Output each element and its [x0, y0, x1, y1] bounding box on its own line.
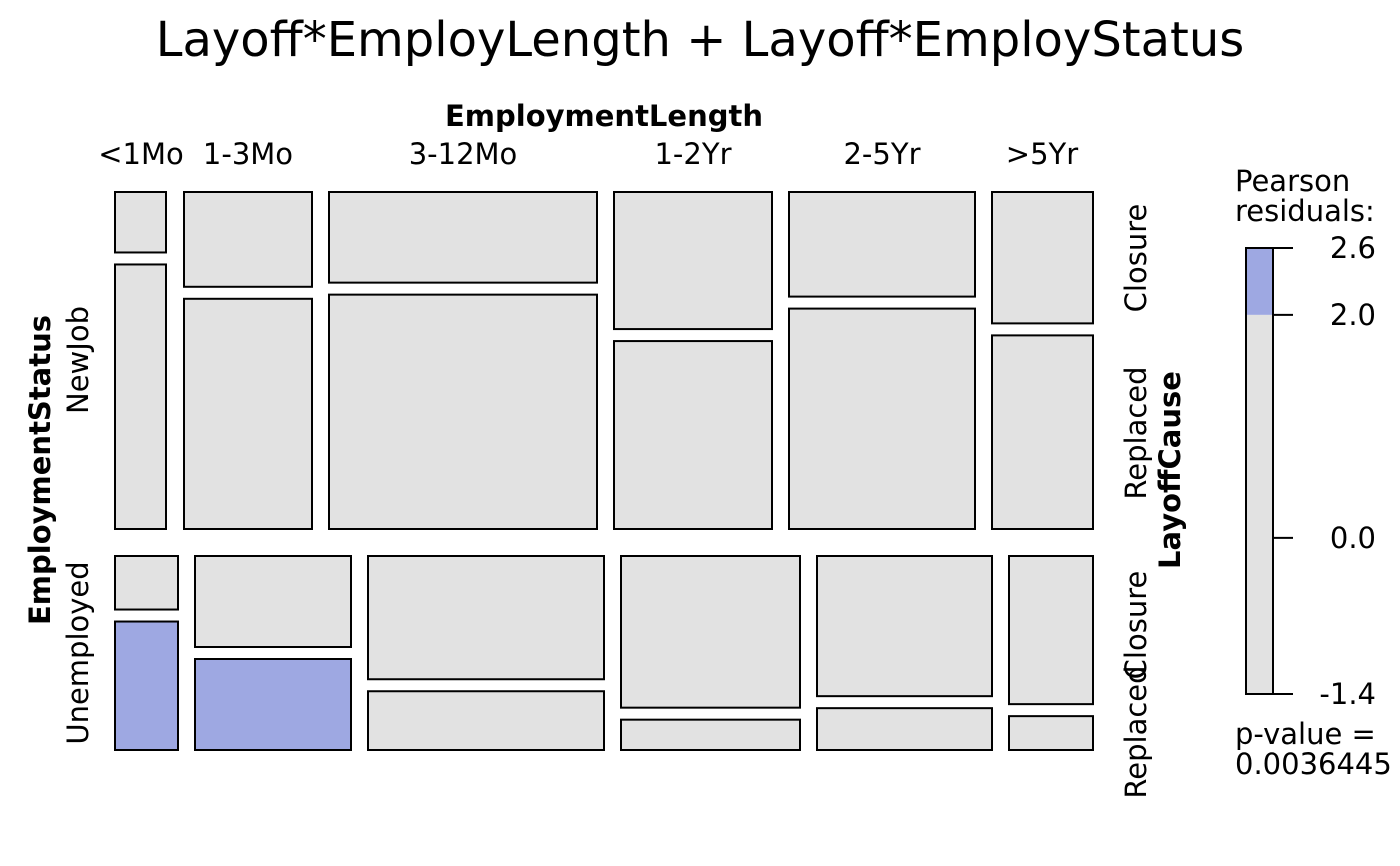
legend-color-bar: 2.6 2.0 0.0 -1.4 [1245, 231, 1376, 711]
tile-newjob-3-12mo-replaced [328, 293, 598, 530]
tile-unemployed-gt5yr-replaced [1008, 715, 1094, 751]
tile-newjob-2-5yr-replaced [788, 307, 976, 530]
legend-tick-label: 0.0 [1330, 521, 1376, 555]
tile-unemployed-lt1mo-closure [114, 555, 179, 611]
x-level-label-3-12mo: 3-12Mo [409, 137, 518, 171]
legend-title-line2: residuals: [1235, 194, 1375, 228]
tile-newjob-gt5yr-closure [991, 191, 1094, 325]
tile-newjob-1-2yr-closure [613, 191, 773, 331]
tile-newjob-2-5yr-closure [788, 191, 976, 298]
tile-unemployed-3-12mo-closure [367, 555, 605, 681]
legend-title-line1: Pearson [1235, 164, 1350, 198]
legend-tick-label: 2.0 [1330, 298, 1376, 332]
x-level-label-1-3mo: 1-3Mo [203, 137, 293, 171]
tile-unemployed-2-5yr-closure [816, 555, 993, 698]
z-level-label-unemployed-closure: Closure [1119, 571, 1153, 680]
mosaic-tiles [114, 191, 1094, 752]
legend-tick-label: 2.6 [1330, 231, 1376, 265]
x-axis-variable-label: EmploymentLength [445, 99, 763, 133]
y-level-label-unemployed: Unemployed [61, 561, 95, 744]
tile-newjob-1-3mo-closure [183, 191, 313, 288]
tile-unemployed-1-2yr-closure [620, 555, 801, 709]
tile-newjob-lt1mo-closure [114, 191, 167, 254]
tile-unemployed-1-2yr-replaced [620, 718, 801, 752]
legend-segment-neutral [1246, 314, 1273, 694]
x-level-label-lt1mo: <1Mo [98, 137, 184, 171]
tile-unemployed-lt1mo-replaced [114, 620, 179, 751]
z-level-label-newjob-closure: Closure [1119, 204, 1153, 313]
tile-unemployed-2-5yr-replaced [816, 707, 993, 752]
x-level-label-1-2yr: 1-2Yr [654, 137, 731, 171]
x-level-label-gt5yr: >5Yr [1006, 137, 1078, 171]
tile-newjob-1-3mo-replaced [183, 297, 313, 530]
p-value-label: p-value = [1235, 717, 1376, 751]
residual-legend: Pearson residuals: 2.6 2.0 0.0 -1.4 p-value… [1235, 164, 1392, 781]
z-axis-variable-label: LayoffCause [1153, 371, 1187, 569]
legend-segment-positive [1246, 248, 1273, 315]
tile-unemployed-3-12mo-replaced [367, 690, 605, 751]
legend-bar-frame [1245, 247, 1274, 695]
p-value-number: 0.0036445 [1235, 747, 1392, 781]
y-level-label-newjob: NewJob [61, 306, 95, 414]
tile-newjob-1-2yr-replaced [613, 340, 773, 530]
legend-tick-label: -1.4 [1319, 677, 1376, 711]
tile-newjob-3-12mo-closure [328, 191, 598, 284]
tile-unemployed-1-3mo-closure [194, 555, 352, 648]
chart-title: Layoff*EmployLength + Layoff*EmployStatu… [156, 12, 1245, 68]
z-level-label-unemployed-replaced: Replaced [1119, 665, 1153, 798]
x-level-labels: <1Mo 1-3Mo 3-12Mo 1-2Yr 2-5Yr >5Yr [98, 137, 1078, 171]
y-axis-variable-label: EmploymentStatus [23, 315, 57, 625]
tile-unemployed-1-3mo-replaced [194, 658, 352, 751]
tile-newjob-gt5yr-replaced [991, 334, 1094, 530]
z-level-label-newjob-replaced: Replaced [1119, 366, 1153, 499]
tile-newjob-lt1mo-replaced [114, 263, 167, 530]
x-level-label-2-5yr: 2-5Yr [843, 137, 920, 171]
tile-unemployed-gt5yr-closure [1008, 555, 1094, 706]
